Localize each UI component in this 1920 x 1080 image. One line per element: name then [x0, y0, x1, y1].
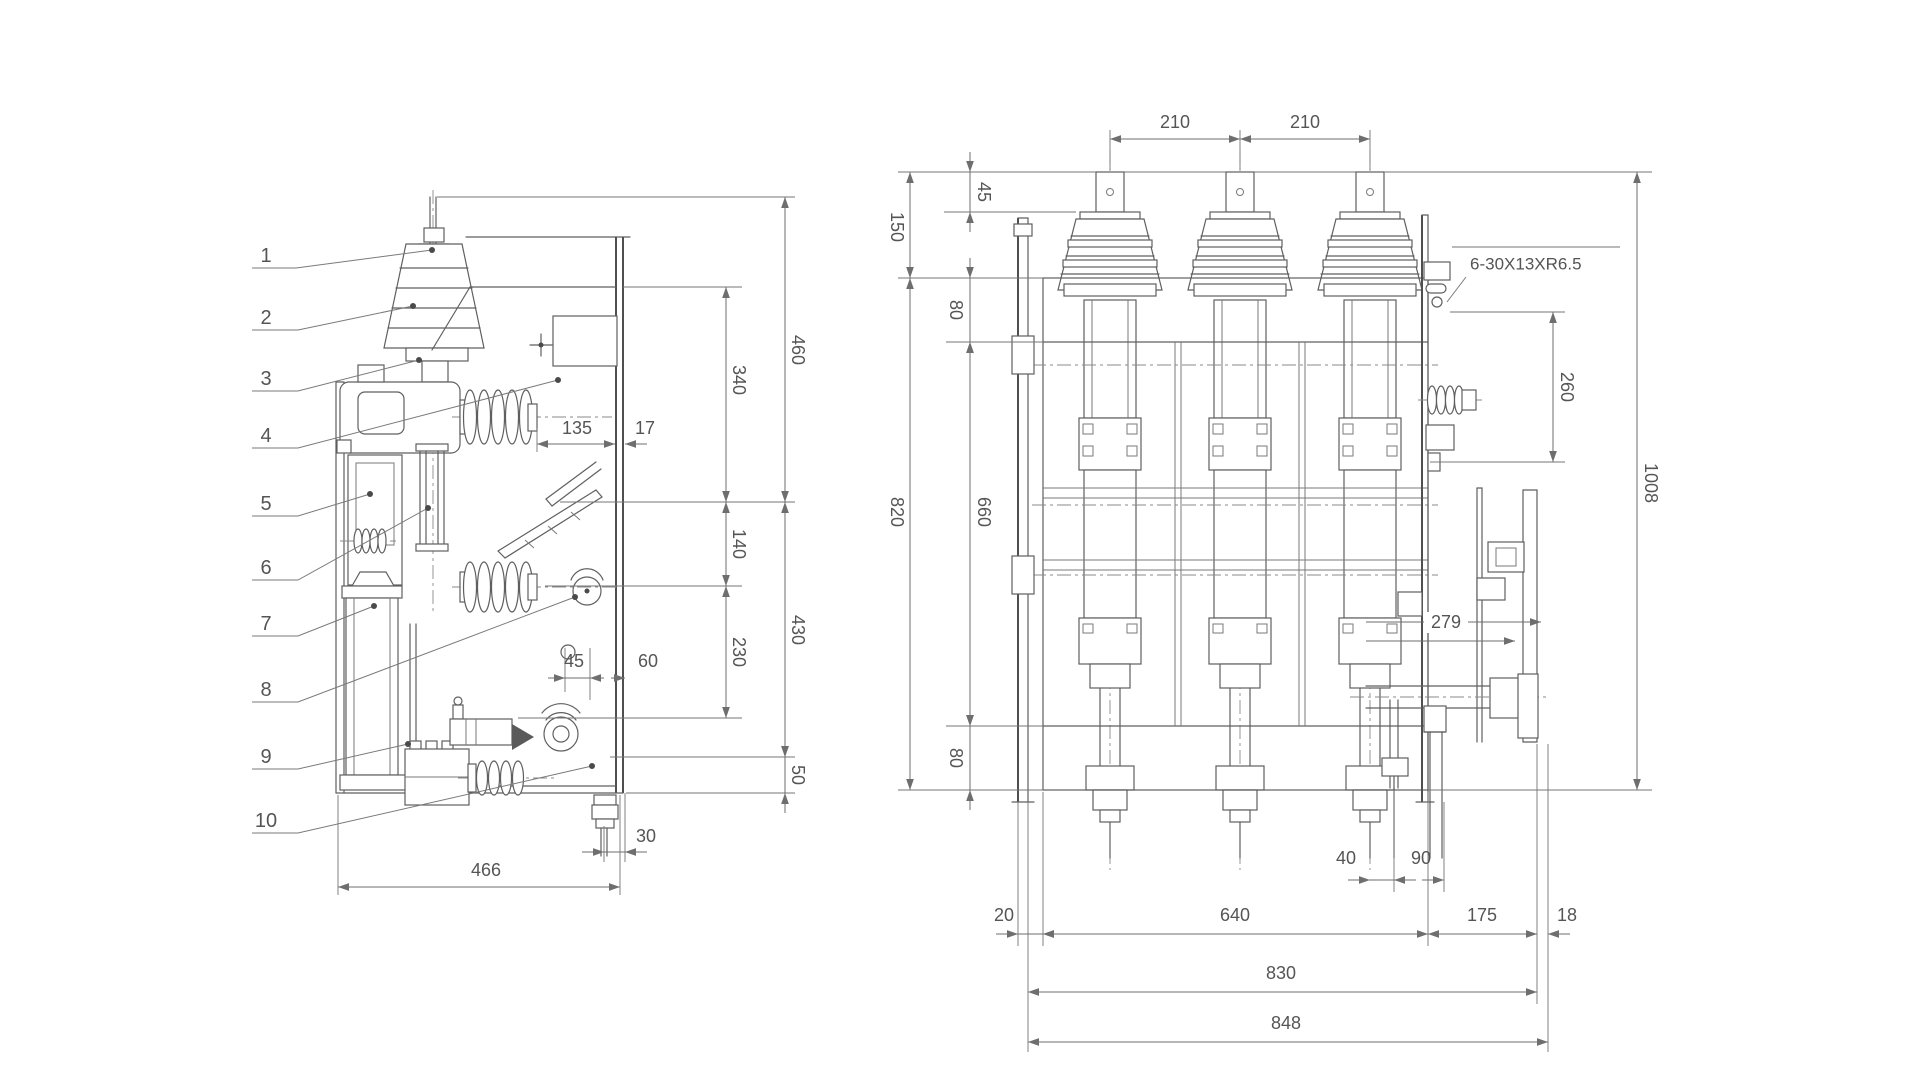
dim-660: 660: [974, 497, 994, 527]
dim-40: 40: [1336, 848, 1356, 868]
left-view-part-labels: 1 2 3 4 5 6 7 8 9 10: [252, 245, 595, 834]
pole-left: [1057, 150, 1163, 870]
dim-460: 460: [788, 335, 808, 365]
dim-848: 848: [1271, 1013, 1301, 1033]
dim-80-bottom: 80: [946, 748, 966, 768]
pole-right: [1317, 150, 1423, 870]
part-label-5: 5: [260, 493, 271, 515]
dim-466: 466: [471, 860, 501, 880]
part-label-8: 8: [260, 679, 271, 701]
dim-90: 90: [1411, 848, 1431, 868]
dim-1008: 1008: [1641, 463, 1661, 503]
dim-210-left: 210: [1160, 112, 1190, 132]
dim-430: 430: [788, 615, 808, 645]
left-view-dimensions: 460 340 140 230 430 50 135 17 45 60: [337, 196, 808, 895]
dim-230: 230: [729, 637, 749, 667]
part-label-9: 9: [260, 746, 271, 768]
part-label-2: 2: [260, 307, 271, 329]
dim-150: 150: [887, 212, 907, 242]
dim-17: 17: [635, 418, 655, 438]
part-label-3: 3: [260, 368, 271, 390]
left-view-drawing: [335, 190, 631, 857]
pole-middle: [1187, 150, 1293, 870]
dim-210-right: 210: [1290, 112, 1320, 132]
right-view-drawing: [1011, 150, 1550, 870]
dim-830: 830: [1266, 963, 1296, 983]
dim-30: 30: [636, 826, 656, 846]
dim-175: 175: [1467, 905, 1497, 925]
dim-60: 60: [638, 651, 658, 671]
slot-note: 6-30X13XR6.5: [1470, 255, 1582, 274]
dim-340: 340: [729, 365, 749, 395]
dim-260: 260: [1557, 372, 1577, 402]
part-label-4: 4: [260, 425, 271, 447]
dim-135: 135: [562, 418, 592, 438]
part-label-6: 6: [260, 557, 271, 579]
dim-45: 45: [974, 182, 994, 202]
dim-80-top: 80: [946, 300, 966, 320]
dim-20: 20: [994, 905, 1014, 925]
dim-18: 18: [1557, 905, 1577, 925]
right-view-dimensions: 210 210 45 150 80 820 660 80 260: [887, 112, 1661, 1052]
dim-45: 45: [564, 651, 584, 671]
dim-640: 640: [1220, 905, 1250, 925]
right-view: 210 210 45 150 80 820 660 80 260: [887, 112, 1661, 1052]
left-view: 1 2 3 4 5 6 7 8 9 10: [252, 190, 808, 895]
slot-bolt-clip: [1423, 261, 1451, 281]
dim-820: 820: [887, 497, 907, 527]
dim-140: 140: [729, 529, 749, 559]
dim-279: 279: [1431, 612, 1461, 632]
dim-50: 50: [788, 765, 808, 785]
part-label-10: 10: [255, 810, 277, 832]
part-label-1: 1: [260, 245, 271, 267]
part-label-7: 7: [260, 613, 271, 635]
